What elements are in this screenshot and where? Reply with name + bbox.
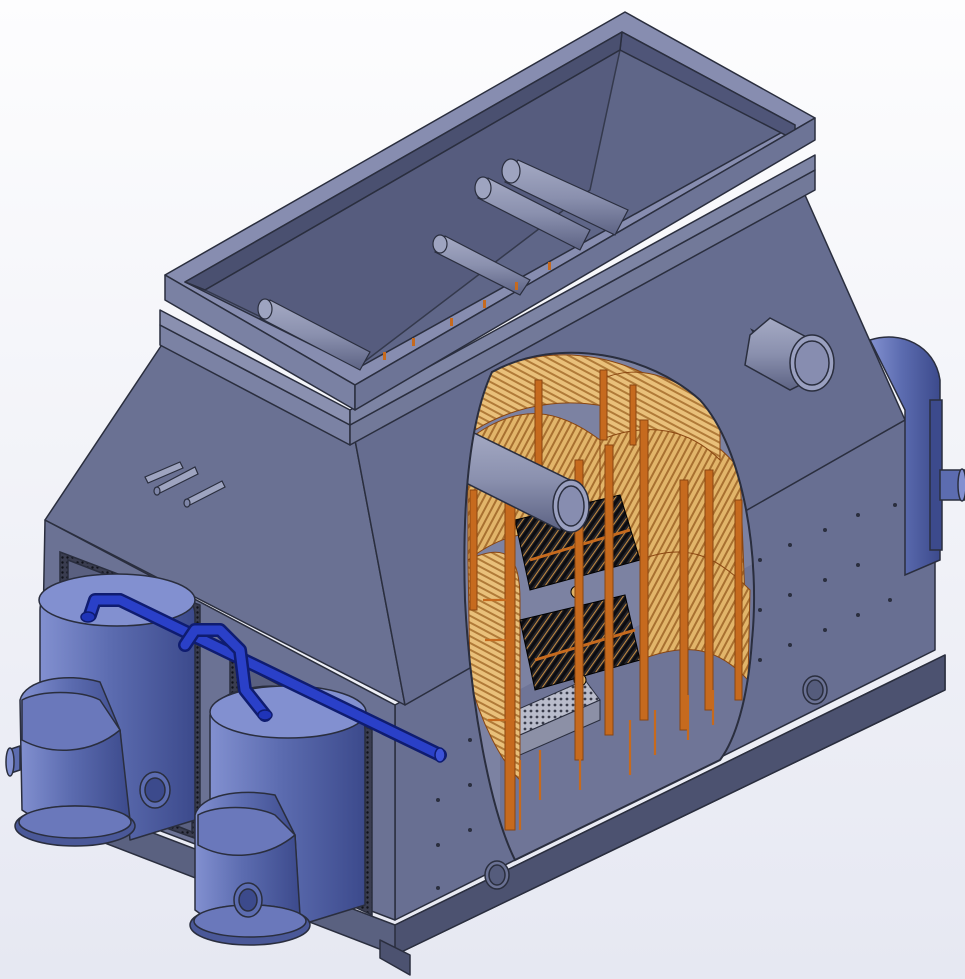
hopper-pipes <box>257 158 629 371</box>
hopper-orange-pins <box>383 262 551 360</box>
window-pipe <box>464 428 590 533</box>
water-box-left-2 <box>189 685 367 946</box>
cutaway-window <box>463 351 756 862</box>
pipe-stubs <box>144 461 226 508</box>
water-box-left-1 <box>5 573 196 847</box>
tube-pins <box>483 598 715 830</box>
water-box-right <box>868 336 965 577</box>
side-nozzle <box>744 317 835 392</box>
blue-pipe <box>80 593 447 763</box>
hopper-flanges <box>159 154 816 446</box>
